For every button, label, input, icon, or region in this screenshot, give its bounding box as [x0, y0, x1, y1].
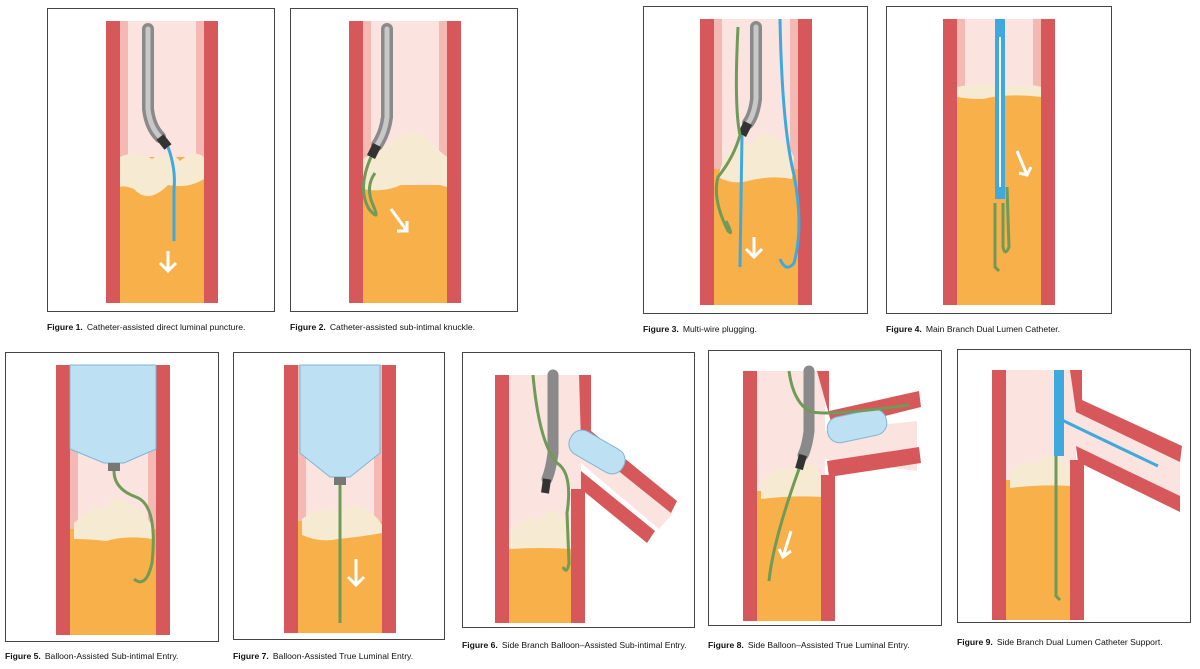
- figure-4-caption: Figure 4.Main Branch Dual Lumen Catheter…: [886, 324, 1060, 334]
- figure-9-panel: [957, 349, 1191, 623]
- figure-3-label: Figure 3.: [643, 324, 679, 334]
- figure-7-label: Figure 7.: [233, 651, 269, 661]
- figure-8-text: Side Balloon–Assisted True Luminal Entry…: [747, 640, 910, 650]
- figure-7-text: Balloon-Assisted True Luminal Entry.: [272, 651, 414, 661]
- figure-6-text: Side Branch Balloon–Assisted Sub-intimal…: [501, 640, 687, 650]
- figure-1-illustration: [106, 21, 218, 303]
- figure-6-panel: [462, 352, 695, 628]
- figure-1-label: Figure 1.: [47, 322, 83, 332]
- figure-8-panel: [708, 350, 942, 626]
- figure-7-illustration: [284, 364, 396, 633]
- figure-2-caption: Figure 2.Catheter-assisted sub-intimal k…: [290, 322, 475, 332]
- figure-9-text: Side Branch Dual Lumen Catheter Support.: [996, 637, 1163, 647]
- figure-8-label: Figure 8.: [708, 640, 744, 650]
- figure-5-label: Figure 5.: [5, 651, 41, 661]
- figure-8-caption: Figure 8.Side Balloon–Assisted True Lumi…: [708, 640, 910, 650]
- figure-9-illustration: [992, 370, 1182, 620]
- figure-4-illustration: [943, 19, 1055, 305]
- figure-3-caption: Figure 3.Multi-wire plugging.: [643, 324, 757, 334]
- figure-2-panel: [290, 8, 518, 312]
- figure-1-text: Catheter-assisted direct luminal punctur…: [86, 322, 246, 332]
- figure-5-illustration: [56, 364, 170, 635]
- figure-2-illustration: [349, 21, 461, 303]
- figure-5-caption: Figure 5.Balloon-Assisted Sub-intimal En…: [5, 651, 178, 661]
- figure-8-illustration: [743, 365, 921, 621]
- figure-2-text: Catheter-assisted sub-intimal knuckle.: [329, 322, 476, 332]
- figure-1-panel: [47, 8, 275, 312]
- figure-6-illustration: [495, 369, 677, 623]
- figure-2-label: Figure 2.: [290, 322, 326, 332]
- figure-6-caption: Figure 6.Side Branch Balloon–Assisted Su…: [462, 640, 687, 650]
- figure-3-illustration: [700, 18, 812, 305]
- figure-1-caption: Figure 1.Catheter-assisted direct lumina…: [47, 322, 245, 332]
- figure-4-label: Figure 4.: [886, 324, 922, 334]
- figure-9-caption: Figure 9.Side Branch Dual Lumen Catheter…: [957, 637, 1163, 647]
- figure-7-caption: Figure 7.Balloon-Assisted True Luminal E…: [233, 651, 413, 661]
- figure-5-panel: [5, 352, 219, 642]
- figure-4-text: Main Branch Dual Lumen Catheter.: [925, 324, 1061, 334]
- figure-3-text: Multi-wire plugging.: [682, 324, 757, 334]
- figure-5-text: Balloon-Assisted Sub-intimal Entry.: [44, 651, 179, 661]
- figure-7-panel: [233, 352, 445, 640]
- figure-3-panel: [643, 6, 868, 314]
- figure-6-label: Figure 6.: [462, 640, 498, 650]
- figure-4-panel: [886, 6, 1112, 314]
- figure-9-label: Figure 9.: [957, 637, 993, 647]
